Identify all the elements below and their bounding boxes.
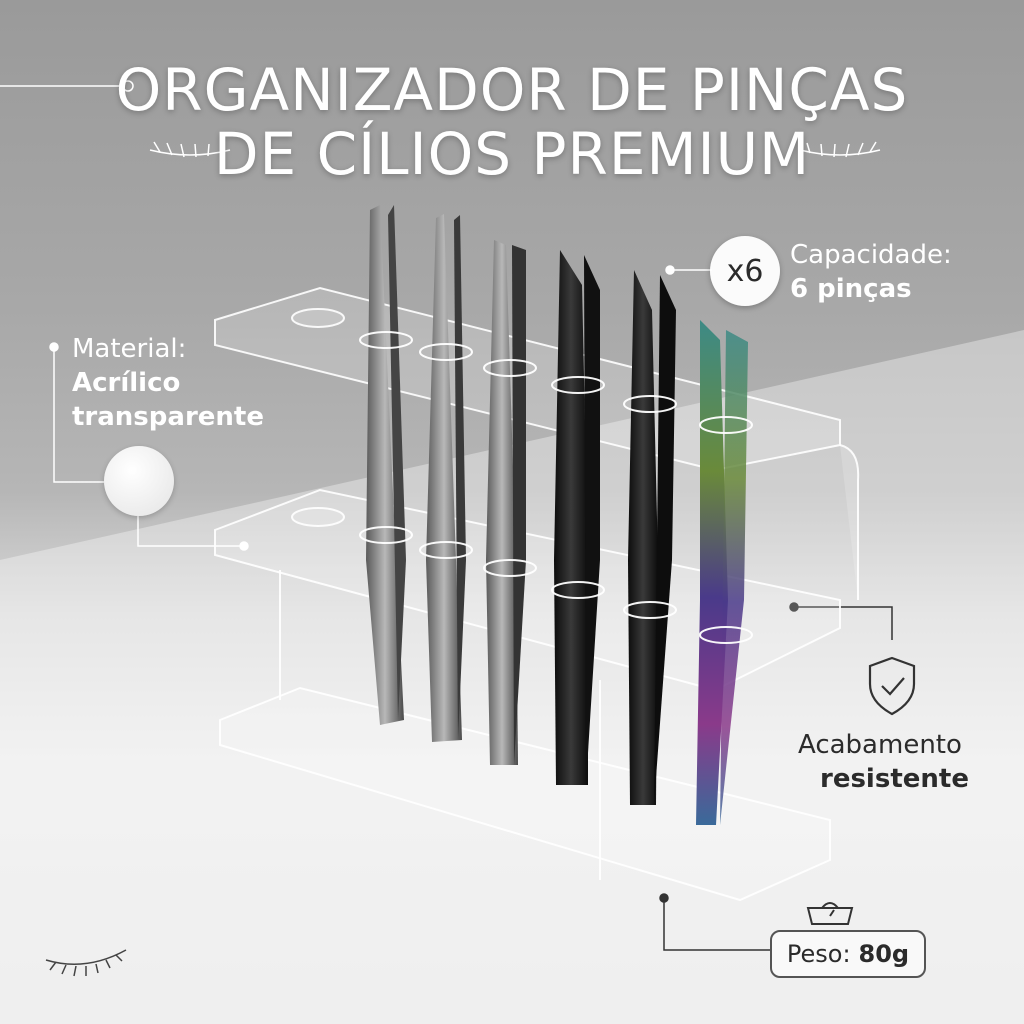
title-dot [122,80,134,92]
material-label: Material: [72,334,187,364]
capacity-value: 6 pinças [790,274,912,304]
lash-flourish-left-icon [149,141,231,158]
page-title-line2: DE CÍLIOS PREMIUM [213,120,811,188]
tweezer-5 [628,270,676,805]
material-callout: Material: Acrílico transparente [72,332,264,434]
shield-check-icon [868,656,916,716]
lash-flourish-right-icon [799,141,881,158]
crystal-icon [104,446,174,516]
material-value-line1: Acrílico [72,368,181,398]
callout-lines-dark [659,602,893,951]
material-value-line2: transparente [72,402,264,432]
tweezer-6 [696,320,748,825]
weight-value: 80g [858,940,910,968]
weight-label: Peso: [786,940,851,968]
lash-logo-icon [45,949,127,977]
finish-callout: Acabamento resistente [798,728,969,796]
tweezer-4 [554,250,600,785]
tweezer-1 [366,205,406,725]
weight-box: Peso: 80g [770,930,926,978]
scale-icon [806,902,854,925]
tweezer-2 [426,214,466,742]
capacity-label: Capacidade: [790,240,952,270]
page-title-line1: ORGANIZADOR DE PINÇAS [115,56,909,124]
acrylic-holes [359,331,753,644]
capacity-callout: Capacidade: 6 pinças [790,238,952,306]
capacity-badge: x6 [710,236,780,306]
finish-label: Acabamento [798,730,962,760]
callout-lines [49,265,712,551]
finish-value: resistente [820,764,969,794]
